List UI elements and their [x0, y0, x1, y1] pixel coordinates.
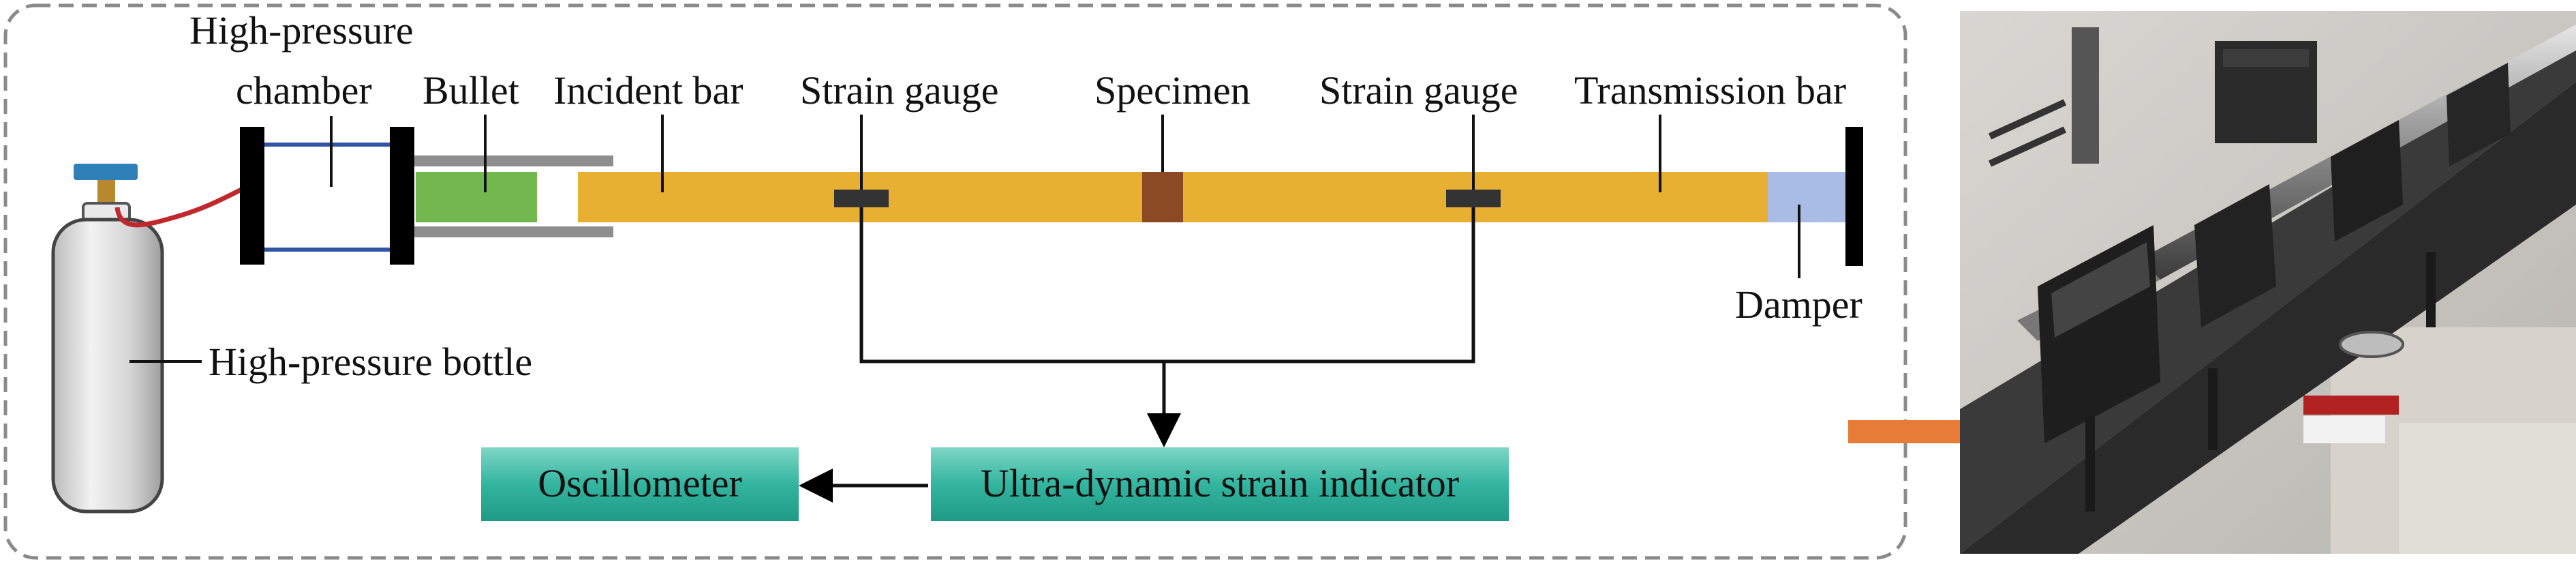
hose	[114, 185, 245, 228]
strain-gauge-left-label: Strain gauge	[800, 68, 999, 113]
transmission-bar-label: Transmission bar	[1574, 68, 1846, 113]
gauge-wiring	[859, 207, 1475, 363]
bottle-body	[51, 218, 164, 514]
strain-gauge-left	[834, 190, 889, 207]
chamber-label-line1: High-pressure	[189, 8, 414, 53]
damper-label: Damper	[1735, 282, 1862, 327]
oscillometer-label: Oscillometer	[538, 461, 742, 505]
schematic-frame	[3, 3, 1907, 560]
strain-gauge-right-label: Strain gauge	[1319, 68, 1518, 113]
chamber-label-line2: chamber	[236, 68, 372, 113]
strain-indicator-label: Ultra-dynamic strain indicator	[981, 461, 1459, 505]
specimen-label: Specimen	[1094, 68, 1251, 113]
barrel-bottom-rail	[414, 226, 613, 237]
bottle-label: High-pressure bottle	[209, 340, 532, 384]
chamber-left-plate	[240, 127, 264, 265]
strain-indicator-box: Ultra-dynamic strain indicator	[931, 447, 1509, 521]
specimen	[1142, 172, 1183, 222]
bullet-label: Bullet	[423, 68, 519, 113]
oscillometer-box: Oscillometer	[481, 447, 799, 521]
strain-gauge-right	[1446, 190, 1501, 207]
incident-bar-label: Incident bar	[553, 68, 743, 113]
high-pressure-chamber	[240, 127, 414, 265]
high-pressure-bottle	[51, 164, 164, 514]
barrel-top-rail	[414, 155, 613, 166]
end-stop-plate	[1845, 127, 1863, 266]
lab-equipment-photo	[1960, 11, 2576, 554]
bottle-valve-stem	[97, 180, 115, 206]
bullet	[416, 172, 537, 222]
damper	[1768, 172, 1845, 222]
bottle-valve-handle	[74, 164, 138, 180]
chamber-right-plate	[390, 127, 414, 265]
